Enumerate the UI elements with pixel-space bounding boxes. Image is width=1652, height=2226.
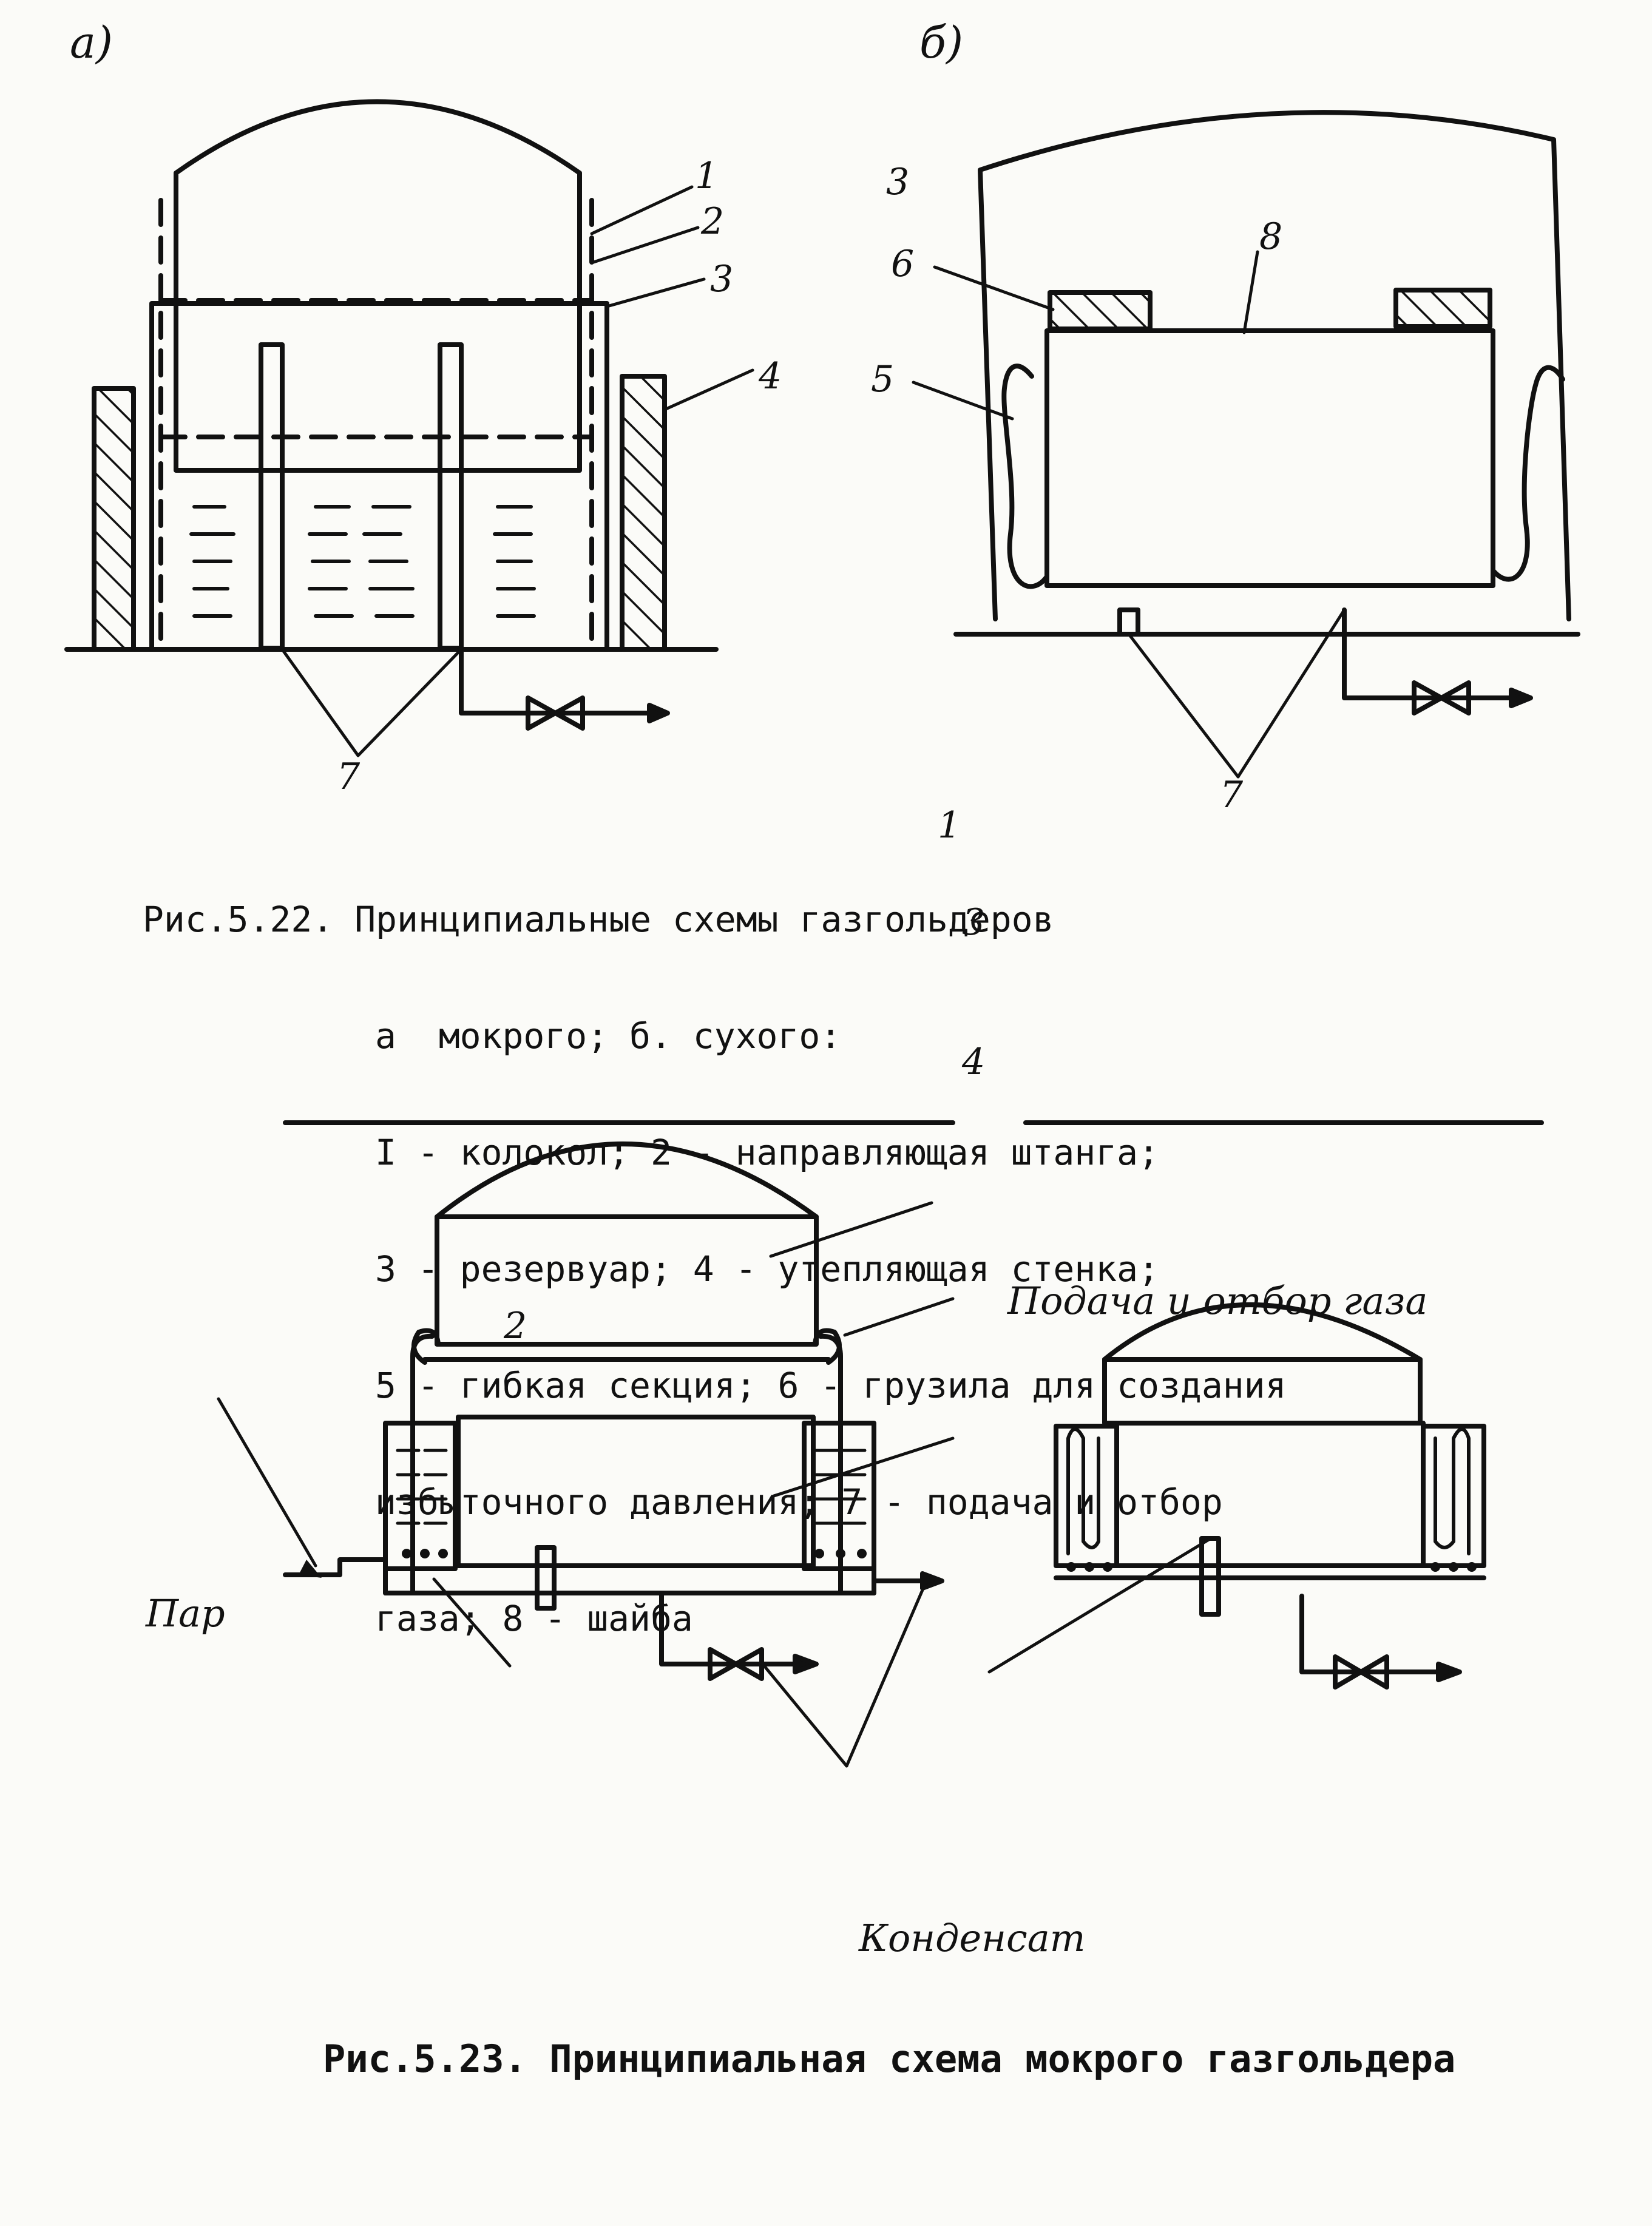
inner-reservoir xyxy=(456,1415,816,1568)
callout-a-4: 4 xyxy=(758,355,782,397)
seal-coil-left xyxy=(1066,1427,1100,1555)
condensate-dots xyxy=(402,1549,867,1558)
seal-coil-right xyxy=(1434,1427,1471,1555)
leader-lines-c xyxy=(217,1201,955,1768)
figure-caption-5-23: Рис.5.23. Принципиальная схема мокрого г… xyxy=(323,2037,1456,2081)
caption-line: 5 - гибкая секция; 6 - грузила для созда… xyxy=(375,1365,1287,1406)
diagram-wet-gasholder-3 xyxy=(987,1120,1544,1690)
label-steam: Пар xyxy=(145,1591,225,1636)
gas-leader xyxy=(987,1537,1213,1674)
insulating-wall-right xyxy=(620,374,667,652)
valve-icon xyxy=(1412,680,1471,716)
caption-title: Рис.5.22. Принципиальные схемы газгольде… xyxy=(143,899,1054,940)
reservoir-b xyxy=(978,110,1571,621)
seal-left xyxy=(411,1328,441,1365)
label-condensate: Конденсат xyxy=(858,1916,1085,1960)
leader-lines-b xyxy=(912,250,1346,779)
flow-arrow-icon xyxy=(1436,1662,1462,1682)
flow-arrow-icon xyxy=(1509,688,1533,708)
callout-b-5: 5 xyxy=(871,358,894,401)
weight-left xyxy=(1048,290,1153,331)
flexible-section-left xyxy=(1001,364,1049,589)
outlet-pipe xyxy=(459,647,652,716)
label-gas-supply: Подача и отбор газа xyxy=(1007,1279,1427,1323)
caption-line: I - колокол; 2 - направляющая штанга; xyxy=(375,1132,1160,1173)
caption-line: избыточного давления; 7 - подача и отбор xyxy=(375,1481,1223,1523)
reservoir xyxy=(149,301,609,652)
callout-b-8: 8 xyxy=(1259,215,1282,258)
bell-top-right xyxy=(1102,1302,1423,1362)
outlet-pipe-c xyxy=(659,1591,797,1666)
callout-a-3: 3 xyxy=(710,258,733,300)
bell-section xyxy=(435,1214,819,1347)
bell-top xyxy=(435,1142,819,1219)
flow-arrow-icon xyxy=(793,1654,819,1674)
gas-pipe xyxy=(535,1545,557,1611)
valve-icon xyxy=(526,695,585,731)
leader-lines-a xyxy=(280,185,754,757)
callout-c-1: 1 xyxy=(938,804,961,847)
guide-rods-dashed xyxy=(158,198,594,646)
gas-inlet-b xyxy=(1117,607,1140,637)
callout-a-7: 7 xyxy=(337,756,361,798)
outlet-pipe-d xyxy=(1299,1594,1441,1674)
panel-b-label: б) xyxy=(919,17,963,68)
water-seal-left xyxy=(383,1421,458,1571)
callout-c-2: 2 xyxy=(503,1305,527,1347)
callout-b-7: 7 xyxy=(1220,774,1244,816)
caption-line: газа; 8 - шайба xyxy=(375,1598,693,1639)
callout-b-6: 6 xyxy=(891,243,914,285)
steam-arrow-icon xyxy=(299,1560,322,1578)
valve-icon xyxy=(708,1647,764,1681)
water-marks xyxy=(396,1449,867,1525)
insulating-wall-left xyxy=(92,386,136,652)
callout-c-3: 3 xyxy=(962,901,985,944)
bell xyxy=(174,99,582,473)
flexible-section-right xyxy=(1491,365,1565,582)
flow-arrow-icon xyxy=(920,1571,944,1591)
water-seal-right xyxy=(802,1421,876,1571)
flow-arrow-icon xyxy=(647,703,670,723)
callout-a-2: 2 xyxy=(700,200,724,243)
weight-right xyxy=(1393,288,1492,329)
caption-line: 3 - резервуар; 4 - утепляющая стенка; xyxy=(375,1248,1160,1290)
caption-line: а мокрого; б. сухого: xyxy=(375,1015,842,1057)
valve-icon xyxy=(1333,1654,1389,1690)
diagram-dry-gasholder xyxy=(912,110,1580,779)
figure-caption-5-22: Рис.5.22. Принципиальные схемы газгольде… xyxy=(143,822,1287,1677)
panel-a-label: а) xyxy=(70,17,113,68)
callout-c-4: 4 xyxy=(961,1041,985,1083)
callout-b-3: 3 xyxy=(886,161,909,203)
gas-pipe-left xyxy=(259,342,285,651)
condensate-dots-right xyxy=(1066,1562,1477,1572)
water-level-marks xyxy=(189,505,536,618)
gas-pipe-right xyxy=(438,342,464,651)
callout-a-1: 1 xyxy=(695,155,718,197)
washer xyxy=(1044,328,1495,588)
diagram-wet-gasholder xyxy=(64,99,754,757)
diagram-wet-gasholder-2 xyxy=(217,1120,955,1768)
outlet-pipe-b xyxy=(1342,607,1514,700)
seal-right xyxy=(813,1328,842,1365)
